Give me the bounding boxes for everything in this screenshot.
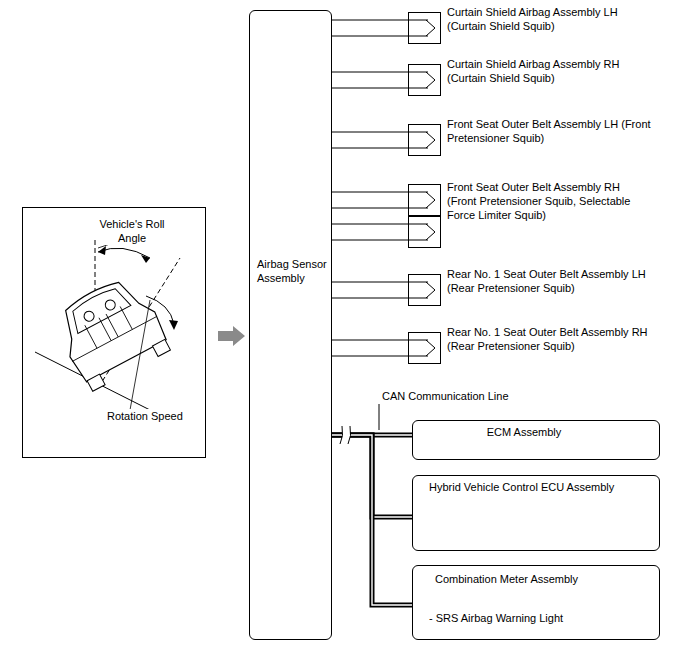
- squib-label: Rear No. 1 Seat Outer Belt Assembly RH (…: [447, 325, 652, 353]
- squib-wire: [332, 224, 408, 240]
- arrow-head: [169, 320, 178, 330]
- squib-symbol: [408, 274, 441, 307]
- box-title: ECM Assembly: [429, 425, 649, 439]
- squib-symbol: [408, 184, 441, 249]
- vehicle-figure: [48, 270, 174, 393]
- box-title: Hybrid Vehicle Control ECU Assembly: [429, 480, 649, 494]
- squib-label: Curtain Shield Airbag Assembly LH (Curta…: [447, 5, 652, 33]
- squib-wire: [332, 340, 408, 356]
- squib-wire: [332, 282, 408, 298]
- squib-symbol: [408, 12, 441, 45]
- squib-symbol: [408, 332, 441, 365]
- leader-line: [379, 404, 380, 430]
- squib-node: Curtain Shield Airbag Assembly LH (Curta…: [408, 12, 652, 45]
- illustration-frame: [23, 208, 206, 458]
- squib-wire: [332, 20, 408, 36]
- box-title: Airbag Sensor Assembly: [257, 257, 327, 285]
- squib-label: Curtain Shield Airbag Assembly RH (Curta…: [447, 57, 652, 85]
- squib-node: Front Seat Outer Belt Assembly LH (Front…: [408, 124, 652, 157]
- can-bus-line: [332, 435, 412, 605]
- box-title: Combination Meter Assembly: [435, 572, 649, 586]
- leader-line: [130, 300, 150, 410]
- annotation-label: Vehicle's Roll Angle: [96, 217, 168, 245]
- annotation-label: CAN Communication Line: [381, 389, 510, 403]
- break-mark: [340, 426, 351, 444]
- flow-arrow: [218, 326, 245, 346]
- squib-symbol: [408, 64, 441, 97]
- squib-wire: [332, 72, 408, 88]
- squib-node: Curtain Shield Airbag Assembly RH (Curta…: [408, 64, 652, 97]
- sensor-box: Airbag Sensor Assembly: [249, 10, 332, 640]
- box-item: - SRS Airbag Warning Light: [429, 611, 649, 625]
- ecu-box: Combination Meter Assembly - SRS Airbag W…: [412, 565, 660, 640]
- squib-wire: [332, 192, 408, 208]
- annotation-label: Rotation Speed: [106, 409, 184, 423]
- squib-label: Front Seat Outer Belt Assembly RH (Front…: [447, 180, 652, 222]
- squib-node: Rear No. 1 Seat Outer Belt Assembly RH (…: [408, 332, 652, 365]
- squib-wire: [332, 132, 408, 148]
- squib-node: Rear No. 1 Seat Outer Belt Assembly LH (…: [408, 274, 652, 307]
- arrow-head: [141, 255, 150, 263]
- squib-symbol: [408, 124, 441, 157]
- ecu-box: Hybrid Vehicle Control ECU Assembly: [412, 475, 660, 551]
- squib-label: Front Seat Outer Belt Assembly LH (Front…: [447, 117, 652, 145]
- squib-label: Rear No. 1 Seat Outer Belt Assembly LH (…: [447, 267, 652, 295]
- squib-node: Front Seat Outer Belt Assembly RH (Front…: [408, 184, 652, 249]
- ecu-box: ECM Assembly: [412, 420, 660, 460]
